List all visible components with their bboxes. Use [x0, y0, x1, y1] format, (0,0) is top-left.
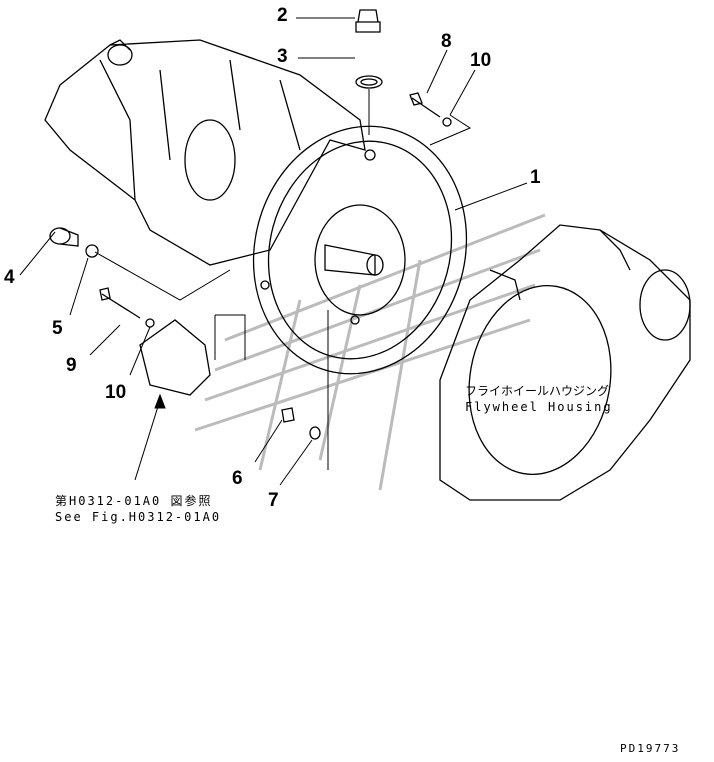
watermark-logo	[194, 213, 546, 491]
callout-3: 3	[277, 46, 288, 67]
callout-2: 2	[277, 5, 288, 26]
drawing-id: PD19773	[620, 742, 681, 755]
flywheel-label-jp: フライホイールハウジング	[465, 384, 610, 398]
callout-1: 1	[530, 167, 541, 188]
callout-10-left: 10	[105, 382, 127, 403]
callout-10-top: 10	[470, 50, 492, 71]
leader-lines	[19, 17, 528, 486]
callout-5: 5	[52, 318, 63, 339]
callout-6: 6	[232, 468, 243, 489]
callout-8: 8	[441, 31, 452, 52]
reference-note-jp: 第H0312-01A0 図参照	[55, 494, 213, 508]
small-parts	[49, 9, 452, 440]
reference-note-en: See Fig.H0312-01A0	[55, 510, 222, 524]
callout-9: 9	[66, 355, 77, 376]
flywheel-label-en: Flywheel Housing	[465, 400, 613, 414]
callout-4: 4	[4, 267, 15, 288]
flywheel-housing	[439, 224, 691, 501]
pump-flange	[252, 125, 468, 375]
callout-7: 7	[268, 490, 279, 511]
pump-assembly	[44, 39, 366, 266]
